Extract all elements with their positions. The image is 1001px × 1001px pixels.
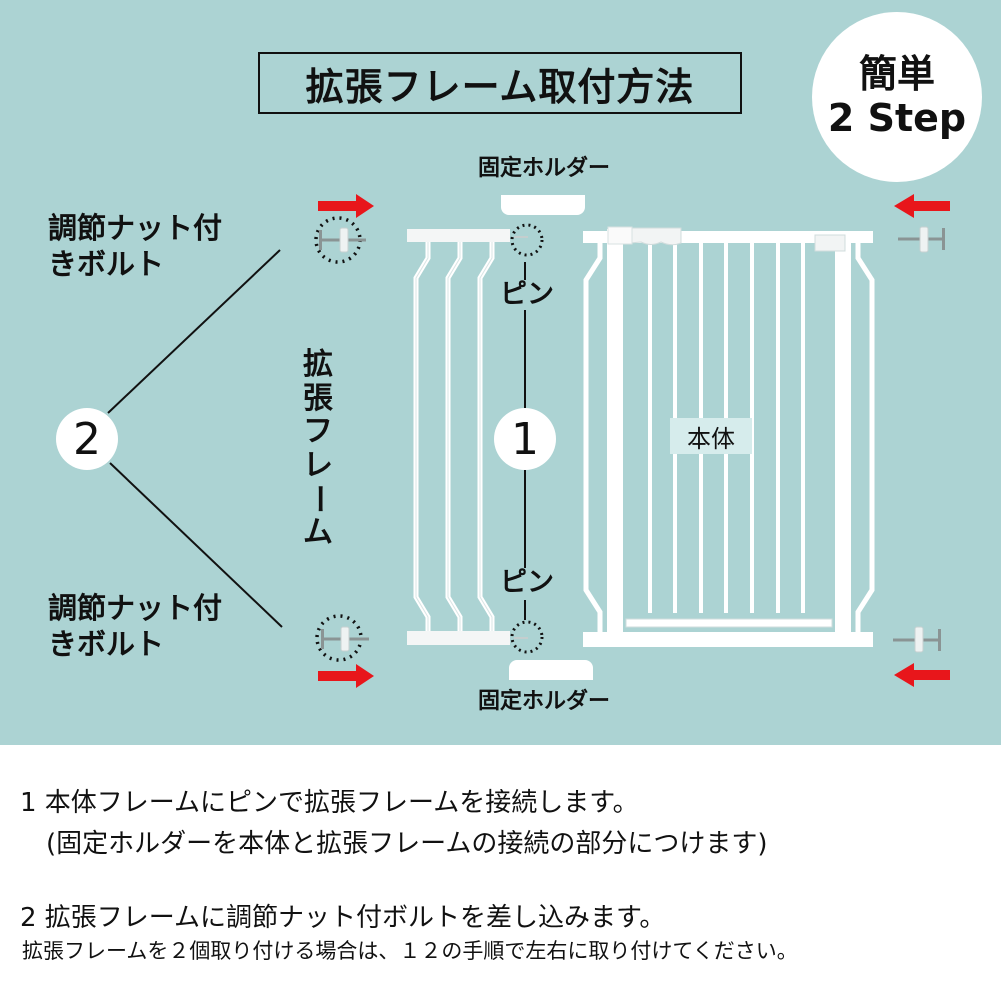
- bolt-label-top-line2: きボルト: [48, 247, 165, 282]
- page-title-text: 拡張フレーム取付方法: [305, 64, 695, 109]
- badge-line-1: 簡単: [858, 52, 935, 97]
- step-1-note: (固定ホルダーを本体と拡張フレームの接続の部分につけます): [46, 829, 768, 859]
- fixed-holder-bottom: [509, 660, 593, 680]
- bolt-top-right: [898, 226, 945, 253]
- pin-highlight-icon: [510, 620, 544, 654]
- main-body-label-text: 本体: [687, 424, 735, 453]
- vlabel-char: ー: [300, 484, 336, 515]
- easy-2-step-badge: 簡単 2 Step: [812, 12, 982, 182]
- vlabel-char: フ: [303, 414, 333, 450]
- vlabel-char: レ: [303, 447, 333, 483]
- step-1-instruction: 1 本体フレームにピンで拡張フレームを接続します。: [20, 788, 639, 818]
- gate-illustration: [107, 194, 950, 688]
- arrow-right-icon: [318, 664, 374, 688]
- bolt-label-bottom-line2: きボルト: [48, 627, 165, 662]
- vlabel-char: 張: [303, 380, 333, 416]
- arrow-left-icon: [894, 194, 950, 218]
- main-body-label: 本体: [670, 418, 752, 454]
- bolt-label-top-line1: 調節ナット付: [48, 211, 223, 245]
- badge-line-2: 2 Step: [827, 96, 967, 140]
- step-2-marker: 2: [56, 408, 118, 470]
- pin-highlight-icon: [510, 223, 544, 257]
- holder-label-top: 固定ホルダー: [478, 156, 611, 181]
- diagram-panel: 拡張フレーム取付方法 簡単 2 Step: [0, 0, 1001, 745]
- holder-label-bottom: 固定ホルダー: [478, 689, 611, 714]
- two-frames-note: 拡張フレームを２個取り付ける場合は、１２の手順で左右に取り付けてください。: [22, 939, 798, 963]
- bolt-label-top: 調節ナット付 きボルト: [48, 210, 222, 283]
- fixed-holder-top: [501, 195, 585, 215]
- vlabel-char: ム: [303, 514, 333, 550]
- arrow-left-icon: [894, 663, 950, 687]
- pin-label-bottom: ピン: [500, 567, 554, 598]
- page-title: 拡張フレーム取付方法: [258, 52, 742, 114]
- step-2-number: 2: [73, 413, 101, 465]
- extension-frame-label: 拡 張 フ レ ー ム: [300, 348, 336, 550]
- instructions-section: 1 本体フレームにピンで拡張フレームを接続します。 (固定ホルダーを本体と拡張フ…: [0, 745, 1001, 1001]
- pin-label-top: ピン: [500, 279, 554, 310]
- extension-frame-icon: [407, 229, 510, 645]
- arrow-right-icon: [318, 194, 374, 218]
- step-1-number: 1: [511, 413, 539, 465]
- bolt-bottom-right: [893, 626, 941, 653]
- bolt-label-bottom: 調節ナット付 きボルト: [48, 590, 222, 663]
- bolt-top-left: [314, 216, 366, 264]
- vlabel-char: 拡: [303, 347, 333, 382]
- step-2-instruction: 2 拡張フレームに調節ナット付ボルトを差し込みます。: [20, 903, 666, 933]
- step-1-marker: 1: [494, 408, 556, 470]
- bolt-bottom-left: [315, 614, 369, 662]
- bolt-label-bottom-line1: 調節ナット付: [48, 591, 223, 625]
